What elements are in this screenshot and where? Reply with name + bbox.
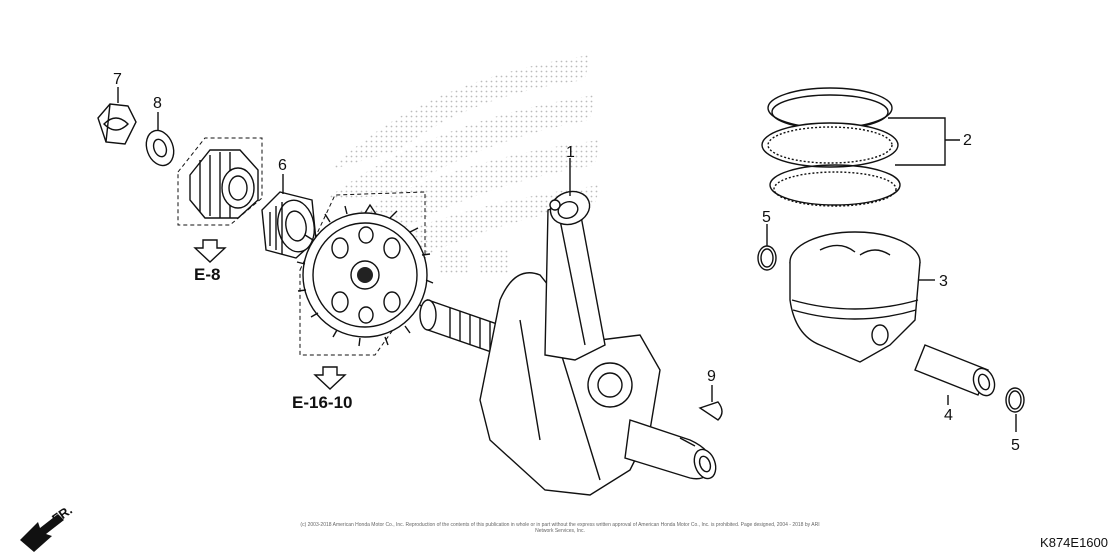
reference-e-16-10[interactable]: E-16-10 [292,393,352,412]
callout-3: 3 [939,273,948,290]
part-8-washer[interactable] [142,127,179,170]
e8-arrow [193,239,227,263]
e16-10-arrow [313,366,347,390]
part-6-needle-bearing[interactable] [261,191,318,259]
part-5-piston-pin-clip-upper[interactable] [757,245,777,271]
part-5-piston-pin-clip-lower[interactable] [1005,387,1025,413]
copyright-notice: (c) 2003-2018 American Honda Motor Co., … [300,522,820,534]
callout-5-upper: 5 [762,209,771,226]
callout-5-lower: 5 [1011,437,1020,454]
callout-4: 4 [944,407,953,424]
callout-6: 6 [278,157,287,174]
reference-e-8[interactable]: E-8 [194,265,220,284]
part-7-nut[interactable] [97,103,137,145]
diagram-code: K874E1600 [1040,535,1108,550]
part-4-piston-pin[interactable] [914,344,998,399]
callout-9: 9 [707,368,716,385]
callout-1: 1 [566,144,575,161]
part-2-piston-rings[interactable] [761,87,901,207]
front-direction-arrow [20,514,64,552]
e8-gear-group [177,137,263,226]
part-9-woodruff-key[interactable] [698,401,723,421]
part-1-crankshaft[interactable] [419,186,720,496]
e16-10-gear-group [296,191,434,356]
leader-lines [117,87,1017,432]
part-3-piston[interactable] [789,231,921,363]
callout-2: 2 [963,132,972,149]
callout-7: 7 [113,71,122,88]
callout-8: 8 [153,95,162,112]
